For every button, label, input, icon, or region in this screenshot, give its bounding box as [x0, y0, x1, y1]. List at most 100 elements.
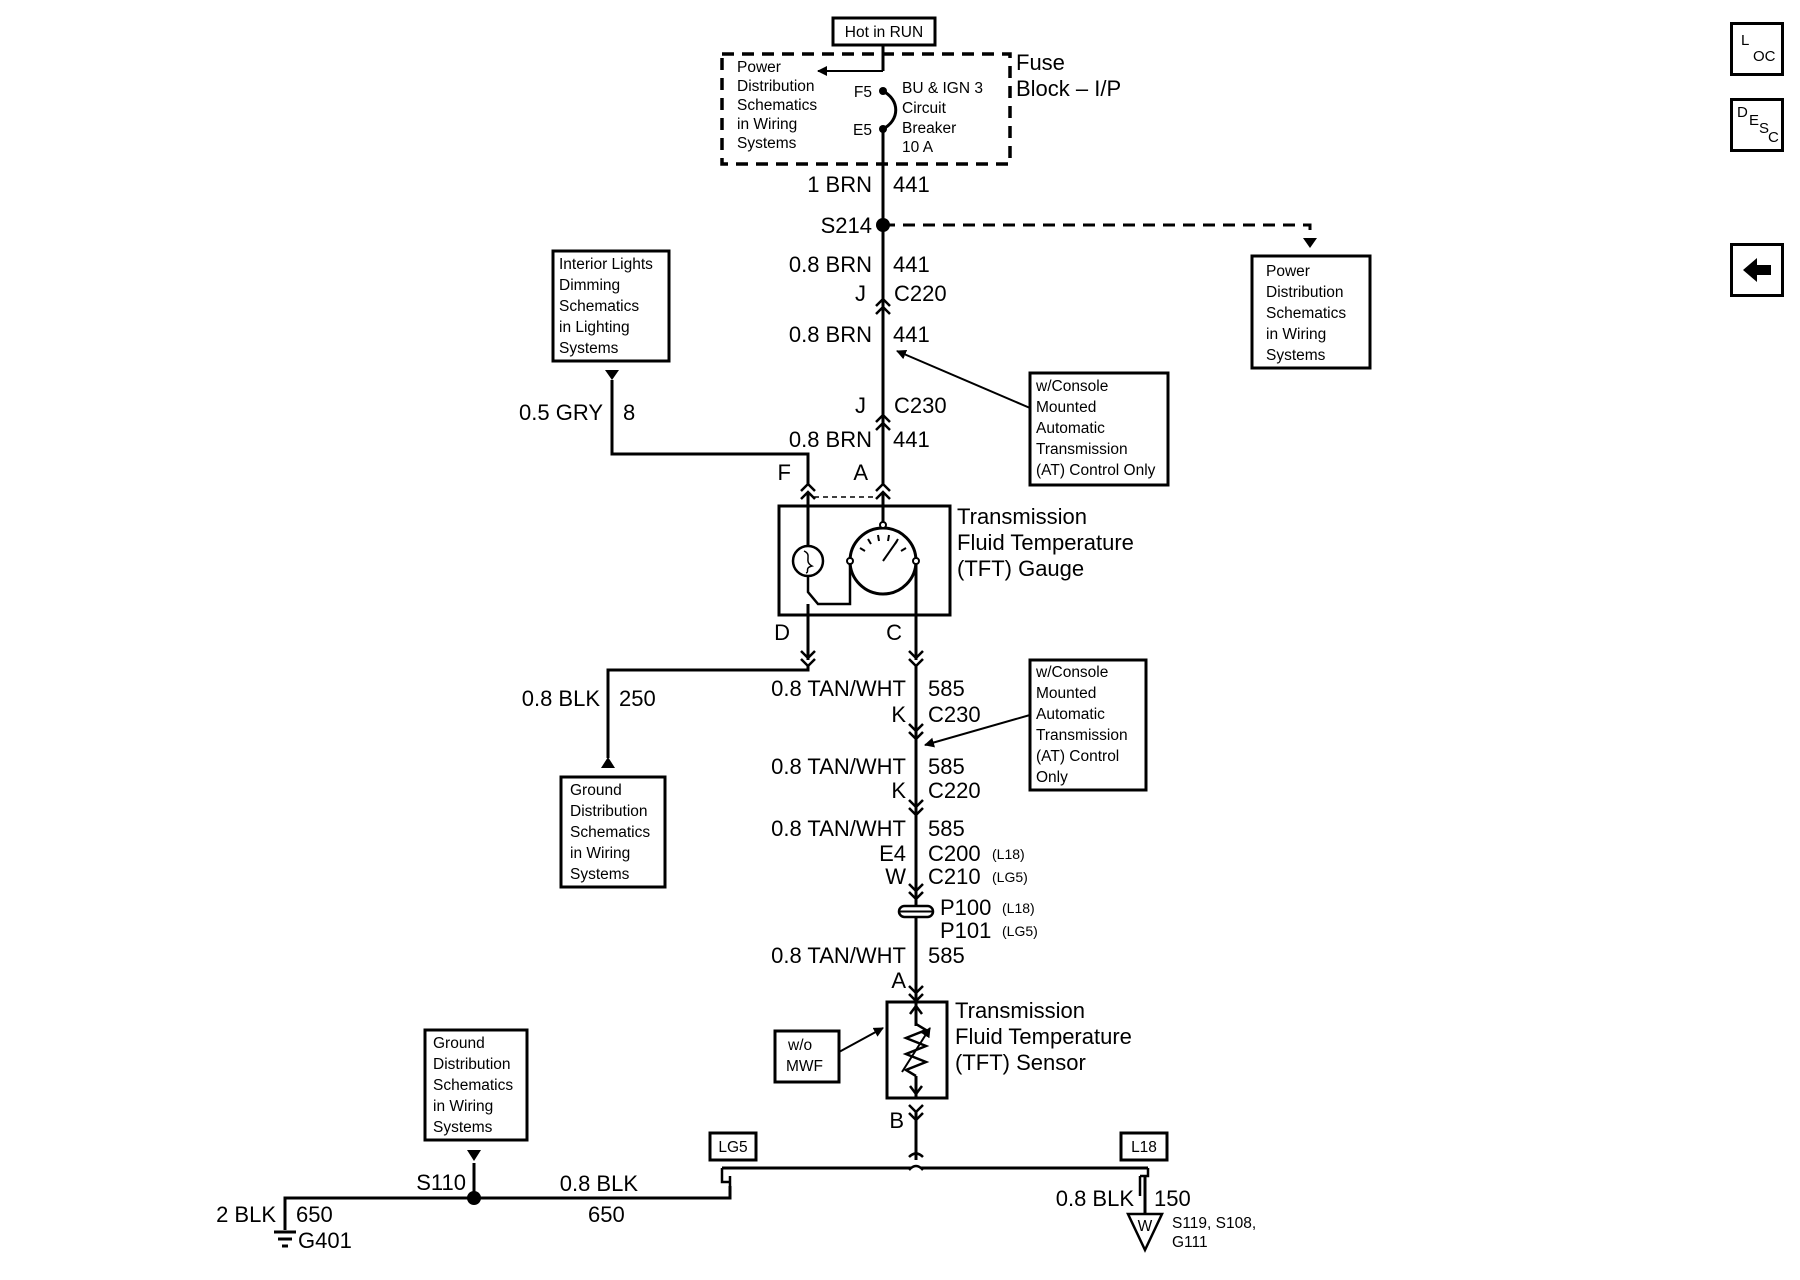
connector-c230-top — [875, 413, 891, 431]
svg-text:Schematics: Schematics — [1266, 305, 1346, 322]
svg-text:Fluid Temperature: Fluid Temperature — [957, 530, 1134, 555]
desc-s: S — [1759, 120, 1770, 137]
svg-text:W: W — [1138, 1218, 1153, 1235]
desc-button[interactable]: D E S C — [1730, 98, 1784, 152]
ref-interior-lights-text: Interior Lights Dimming Schematics in Li… — [559, 256, 653, 357]
console-bot-arrow — [924, 714, 1031, 748]
svg-text:441: 441 — [893, 427, 930, 452]
svg-text:585: 585 — [928, 943, 965, 968]
tft-gauge-title: Transmission Fluid Temperature (TFT) Gau… — [957, 504, 1134, 581]
svg-text:650: 650 — [588, 1202, 625, 1227]
svg-text:585: 585 — [928, 754, 965, 779]
ref-power-distribution-text: Power Distribution Schematics in Wiring … — [1266, 263, 1346, 364]
svg-text:Distribution: Distribution — [570, 803, 648, 820]
connector-c220-bot — [908, 799, 924, 817]
connector-c230-bot — [908, 723, 924, 741]
svg-text:Transmission: Transmission — [955, 998, 1085, 1023]
svg-text:(LG5): (LG5) — [992, 869, 1028, 885]
svg-text:0.8 BRN: 0.8 BRN — [789, 252, 872, 277]
svg-text:0.8 BLK: 0.8 BLK — [1056, 1186, 1135, 1211]
wire-blk-650 — [283, 1186, 732, 1230]
ref-ground-mid — [559, 775, 667, 889]
svg-text:1 BRN: 1 BRN — [807, 172, 872, 197]
wire-gry-8 — [610, 380, 810, 484]
loc-sub: OC — [1753, 48, 1776, 65]
option-tag-lg5 — [708, 1131, 758, 1162]
svg-text:K: K — [891, 702, 906, 727]
svg-text:Schematics: Schematics — [570, 824, 650, 841]
fuse-ref-text: Power Distribution Schematics in Wiring … — [737, 59, 817, 152]
svg-text:(TFT) Sensor: (TFT) Sensor — [955, 1050, 1086, 1075]
svg-text:2 BLK: 2 BLK — [216, 1202, 276, 1227]
svg-text:w/Console: w/Console — [1035, 378, 1108, 395]
svg-text:Systems: Systems — [559, 340, 619, 357]
svg-text:(TFT) Gauge: (TFT) Gauge — [957, 556, 1084, 581]
tft-gauge-box — [777, 504, 952, 617]
svg-text:in Wiring: in Wiring — [433, 1098, 493, 1115]
gauge-pin-f: F — [778, 460, 791, 485]
fuse-block-title: Fuse — [1016, 50, 1065, 75]
connector-c200-c210 — [908, 883, 924, 901]
svg-text:Distribution: Distribution — [737, 78, 815, 95]
svg-text:C200: C200 — [928, 841, 981, 866]
svg-text:(L18): (L18) — [1002, 900, 1035, 916]
ref-ground-left-text: Ground Distribution Schematics in Wiring… — [433, 1035, 513, 1136]
back-button[interactable] — [1730, 243, 1784, 297]
svg-text:0.5 GRY: 0.5 GRY — [519, 400, 603, 425]
svg-text:8: 8 — [623, 400, 635, 425]
svg-text:K: K — [891, 778, 906, 803]
svg-text:G401: G401 — [298, 1228, 352, 1253]
svg-text:Systems: Systems — [570, 866, 630, 883]
svg-text:P100: P100 — [940, 895, 991, 920]
svg-text:Distribution: Distribution — [1266, 284, 1344, 301]
pin-f5: F5 — [854, 84, 872, 101]
svg-text:Only: Only — [1036, 769, 1068, 786]
svg-text:C230: C230 — [928, 702, 981, 727]
svg-text:10 A: 10 A — [902, 139, 934, 156]
svg-text:C220: C220 — [894, 281, 947, 306]
svg-text:S110: S110 — [416, 1170, 466, 1195]
svg-text:0.8 BLK: 0.8 BLK — [560, 1171, 639, 1196]
svg-text:Ground: Ground — [433, 1035, 485, 1052]
ground-w-symbol — [1126, 1212, 1164, 1253]
svg-text:in Wiring: in Wiring — [737, 116, 797, 133]
svg-text:(AT) Control Only: (AT) Control Only — [1036, 462, 1156, 479]
svg-text:0.8 TAN/WHT: 0.8 TAN/WHT — [771, 943, 906, 968]
desc-e: E — [1749, 112, 1760, 129]
svg-text:Breaker: Breaker — [902, 120, 956, 137]
svg-text:0.8 BRN: 0.8 BRN — [789, 322, 872, 347]
svg-text:150: 150 — [1154, 1186, 1191, 1211]
ref-console-bot — [1028, 658, 1148, 792]
ref-ground-mid-text: Ground Distribution Schematics in Wiring… — [570, 782, 650, 883]
svg-text:J: J — [855, 281, 866, 306]
svg-text:Schematics: Schematics — [559, 298, 639, 315]
svg-text:0.8 TAN/WHT: 0.8 TAN/WHT — [771, 676, 906, 701]
svg-text:L18: L18 — [1131, 1139, 1157, 1156]
svg-text:Schematics: Schematics — [433, 1077, 513, 1094]
svg-text:Fluid Temperature: Fluid Temperature — [955, 1024, 1132, 1049]
svg-text:Power: Power — [737, 59, 781, 76]
ref-power-distribution — [1250, 254, 1372, 370]
breaker-text: BU & IGN 3 Circuit Breaker 10 A — [902, 80, 983, 156]
fuse-block-outline — [720, 52, 1012, 166]
svg-text:A: A — [891, 968, 906, 993]
svg-text:S214: S214 — [821, 213, 872, 238]
ref-ground-left — [423, 1028, 529, 1142]
svg-text:Mounted: Mounted — [1036, 685, 1096, 702]
pin-e5: E5 — [853, 122, 872, 139]
wire-blk-250 — [606, 666, 810, 758]
svg-text:585: 585 — [928, 676, 965, 701]
ground-g401-icon — [274, 1230, 296, 1248]
loc-button[interactable]: L OC — [1730, 22, 1784, 76]
svg-text:Ground: Ground — [570, 782, 622, 799]
svg-text:B: B — [889, 1108, 904, 1133]
desc-d: D — [1737, 104, 1748, 121]
svg-text:0.8 TAN/WHT: 0.8 TAN/WHT — [771, 754, 906, 779]
svg-text:Automatic: Automatic — [1036, 706, 1105, 723]
svg-text:585: 585 — [928, 816, 965, 841]
svg-text:Interior Lights: Interior Lights — [559, 256, 653, 273]
loc-main: L — [1741, 32, 1750, 49]
desc-c: C — [1768, 129, 1779, 146]
dashed-feed — [883, 223, 1312, 243]
